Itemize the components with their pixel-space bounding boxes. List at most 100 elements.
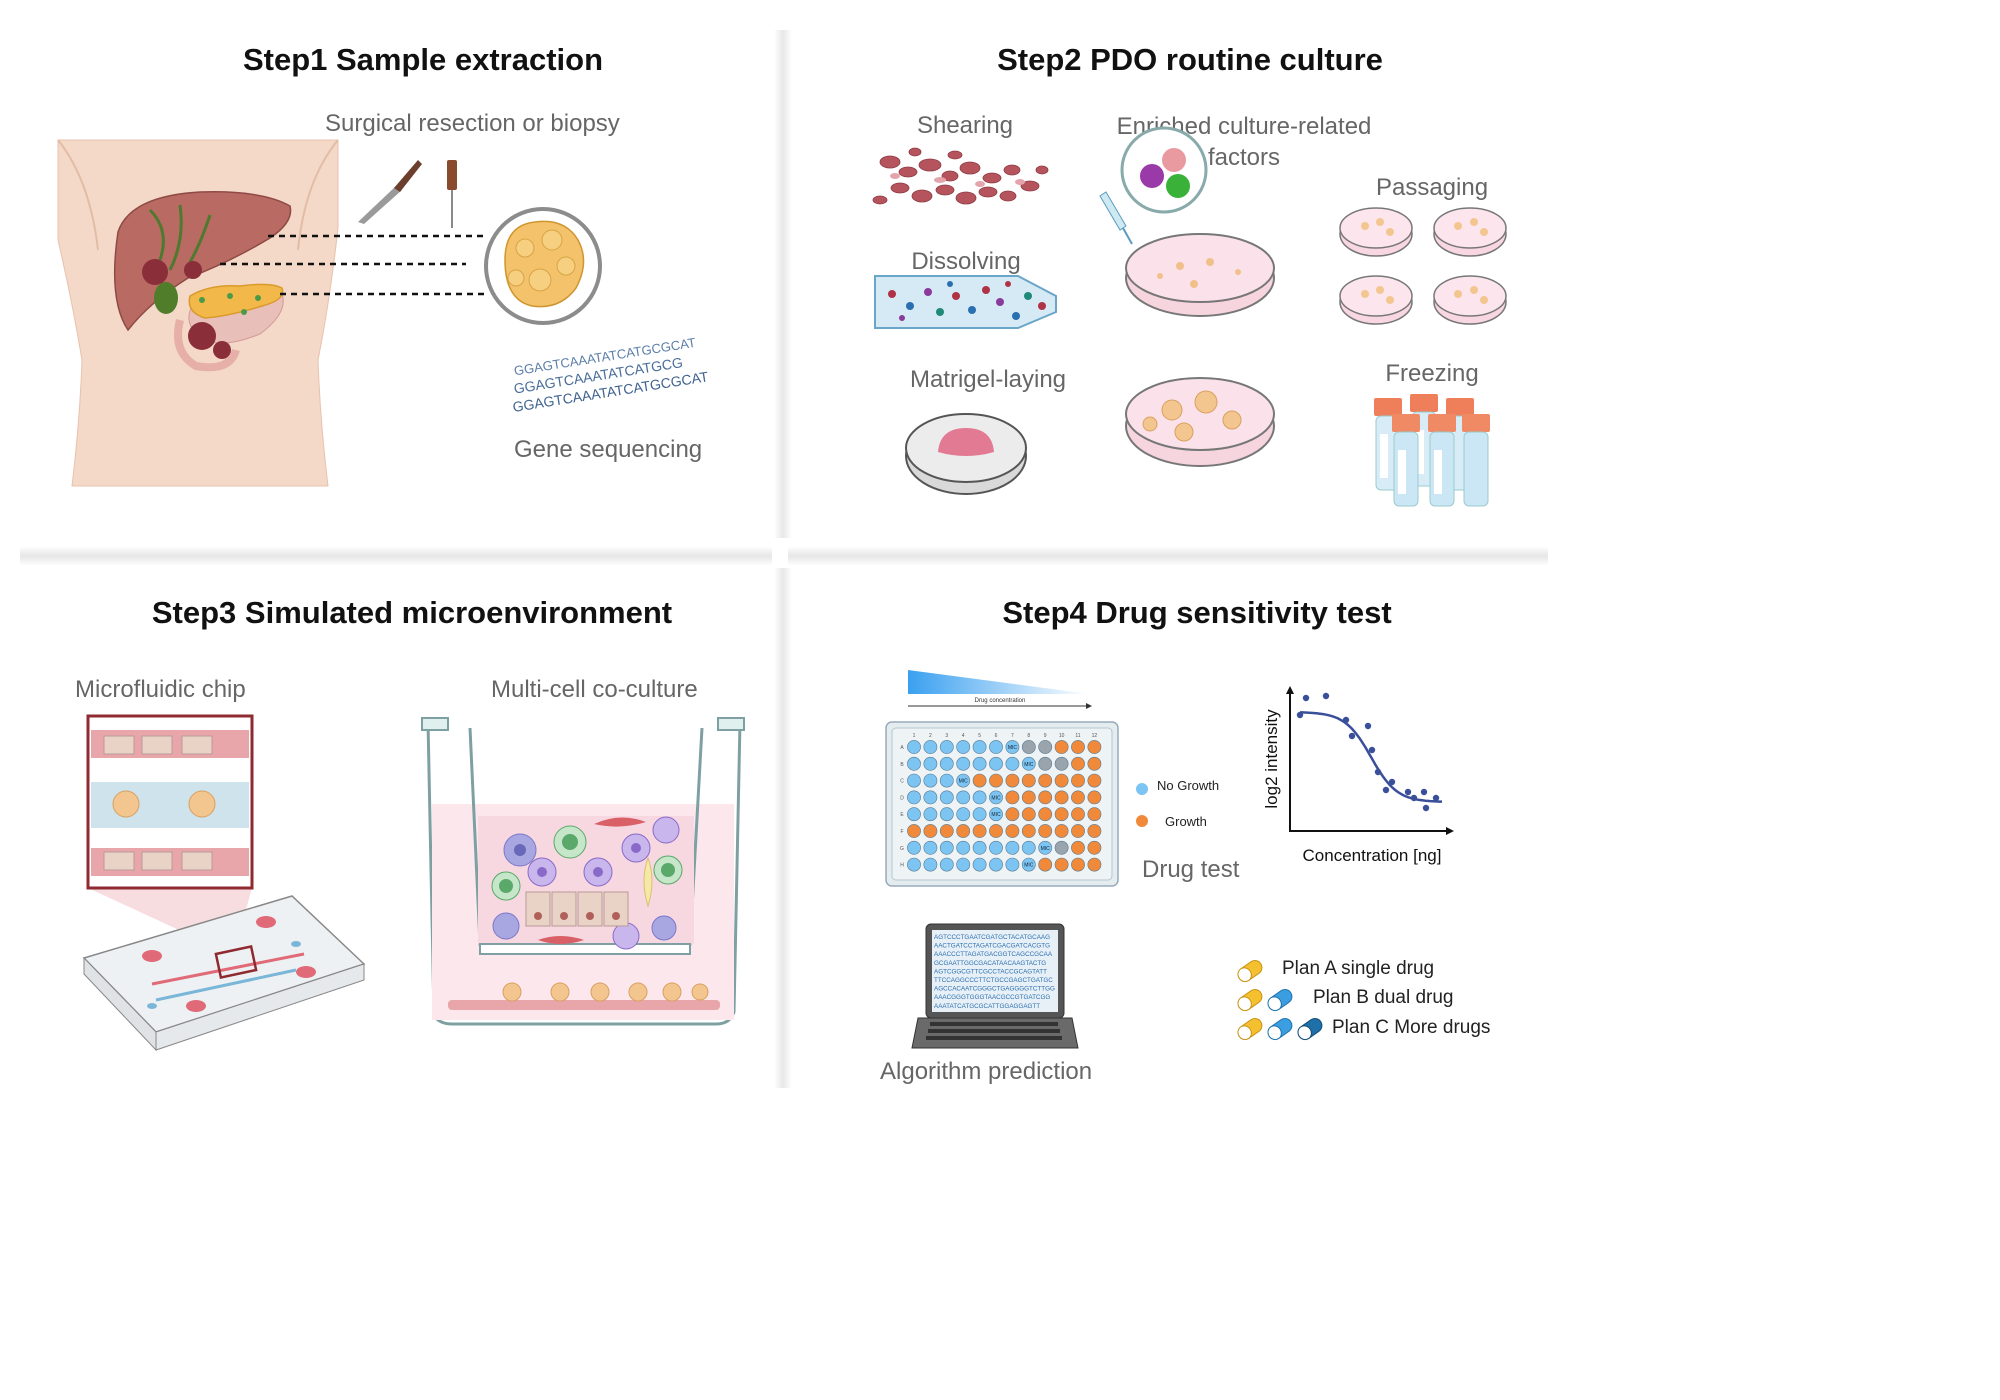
plate-row-label: B [900, 762, 904, 768]
chart-point [1422, 804, 1430, 812]
plate-well [1038, 840, 1053, 855]
mic-label: MIC [1008, 745, 1018, 751]
plate-well [939, 790, 954, 805]
laptop-code-line: AGTCGGCGTTCGCCTACCGCAGTATT [934, 968, 1047, 975]
plate-well [907, 807, 921, 822]
plate-col-label: 6 [995, 733, 998, 739]
horizontal-divider-left [20, 546, 772, 566]
plate-well [923, 740, 938, 754]
plate-well [989, 756, 1003, 771]
dna-sequence: GGAGTCAAATATCATGCGCAT GGAGTCAAATATCATGCG… [511, 335, 709, 415]
plan-c-pill-icon-1 [1237, 1018, 1263, 1041]
plate-well [1005, 840, 1020, 855]
chart-point [1382, 786, 1390, 794]
plate-well [956, 840, 971, 855]
plate-well [1005, 773, 1020, 788]
chart-x-label: Concentration [ng] [1303, 846, 1442, 865]
plate-well [989, 773, 1003, 788]
plate-well [1038, 807, 1053, 822]
plate-well [939, 773, 954, 788]
plate-well [1038, 857, 1053, 872]
plate-well [907, 840, 921, 855]
passaging-dishes [1339, 207, 1507, 325]
step4-title: Step4 Drug sensitivity test [1002, 595, 1392, 630]
plate-well [1038, 790, 1053, 805]
plate-well [923, 824, 938, 838]
factors-bubble [1120, 126, 1208, 214]
step2-illustration [872, 126, 1507, 507]
chart-point [1388, 778, 1396, 786]
plate-well [1038, 756, 1053, 771]
legend-growth-dot [1136, 815, 1148, 827]
plate-well [972, 840, 987, 855]
plate-well [1005, 740, 1020, 754]
plate-well [956, 824, 971, 838]
plate-row-label: F [900, 829, 903, 835]
plate-well [923, 790, 938, 805]
chart-curve [1300, 711, 1442, 803]
culture-dish-1 [1125, 233, 1275, 317]
plate-well [972, 807, 987, 822]
plate-row-label: A [900, 745, 904, 751]
plate-well [1087, 756, 1102, 771]
magnified-tumor [484, 207, 602, 325]
plate-well [956, 790, 971, 805]
plate-col-label: 2 [929, 733, 932, 739]
plate-well [1071, 773, 1085, 788]
plan-c-pill-icon-2 [1267, 1018, 1293, 1041]
matrigel-label: Matrigel-laying [909, 366, 1067, 393]
plate-well [972, 857, 987, 872]
mic-label: MIC [991, 795, 1001, 801]
plate-well [1071, 807, 1085, 822]
mic-label: MIC [1041, 846, 1051, 852]
plate-well [989, 807, 1003, 822]
plate-well [1054, 807, 1069, 822]
plate-well [1054, 857, 1069, 872]
plate-col-label: 10 [1059, 733, 1065, 739]
plate-col-label: 8 [1027, 733, 1030, 739]
surgical-label: Surgical resection or biopsy [325, 110, 620, 137]
plate-well [1087, 740, 1102, 754]
plate-well [972, 790, 987, 805]
plate-well [956, 857, 971, 872]
passaging-label: Passaging [1375, 174, 1489, 201]
plate-well [1021, 857, 1036, 872]
mic-label: MIC [1024, 863, 1034, 869]
dissolving-tube [874, 275, 1057, 329]
plate-well [1021, 773, 1036, 788]
coculture-cells [491, 816, 683, 950]
chart-point [1342, 716, 1350, 724]
plate-well [972, 740, 987, 754]
plate-col-label: 3 [945, 733, 948, 739]
gene-sequencing-label: Gene sequencing [514, 436, 703, 463]
plate-well [939, 740, 954, 754]
plan-b-label: Plan B dual drug [1313, 987, 1454, 1008]
chart-point [1420, 788, 1428, 796]
legend-growth-label: Growth [1165, 814, 1207, 829]
laptop-code-line: AGTCCCTGAATCGATGCTACATGCAAG [934, 934, 1050, 941]
plate-well [1005, 790, 1020, 805]
step1-illustration: GGAGTCAAATATCATGCGCAT GGAGTCAAATATCATGCG… [57, 139, 710, 487]
matrigel-dish [905, 413, 1027, 495]
plan-b-pill-icon-1 [1237, 989, 1263, 1012]
chart-point [1432, 794, 1440, 802]
plate-well [1038, 740, 1053, 754]
plate-well [1021, 840, 1036, 855]
legend-no-growth-label: No Growth [1157, 778, 1219, 793]
plan-a-pill-icon [1237, 960, 1263, 983]
algorithm-label: Algorithm prediction [880, 1058, 1093, 1085]
plate-well [939, 840, 954, 855]
plate-well [1021, 756, 1036, 771]
plate-well [1071, 740, 1085, 754]
tumor-liver [142, 259, 168, 285]
dissolving-label: Dissolving [911, 248, 1021, 275]
plate-row-label: C [900, 779, 904, 785]
plan-b-pill-icon-2 [1267, 989, 1293, 1012]
plate-well [1005, 756, 1020, 771]
scalpel-icon [358, 160, 422, 224]
laptop-code-line: AAACCCTTAGATGACGGTCAGCCGCAA [934, 951, 1053, 958]
chart-point [1404, 788, 1412, 796]
culture-dish-2 [1125, 377, 1275, 467]
duodenum [174, 319, 240, 372]
tumor-liver-2 [184, 261, 202, 279]
